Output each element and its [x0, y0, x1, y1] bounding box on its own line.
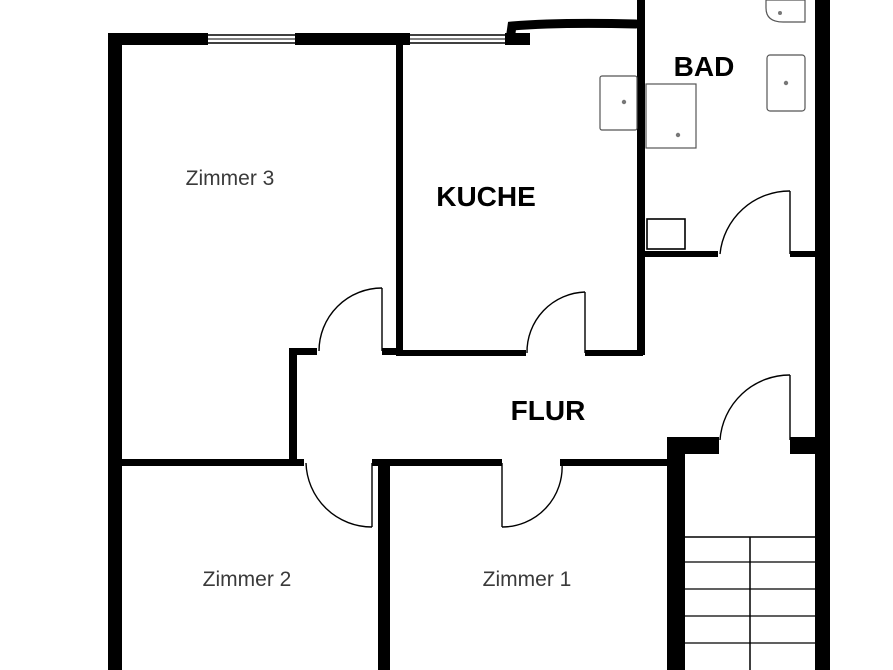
wall-kueche-bottom-right — [585, 350, 643, 356]
door-stairwell — [719, 374, 791, 441]
door-zimmer3 — [318, 287, 383, 352]
stairs — [685, 536, 815, 670]
wall-flur-bottom-right — [560, 459, 672, 466]
doors — [305, 190, 791, 528]
room-labels: Zimmer 3 KUCHE BAD FLUR Zimmer 2 Zimmer … — [186, 51, 735, 591]
top-wall-left — [108, 33, 208, 45]
wall-zimmer3-bottom — [120, 459, 304, 466]
wall-zimmer3-door-right — [382, 348, 400, 355]
wall-zimmer1-stairs — [667, 437, 685, 670]
top-curved-wall — [505, 18, 641, 45]
shower-icon — [645, 83, 697, 149]
wall-zimmer2-zimmer1 — [378, 462, 390, 670]
wall-kueche-bad — [637, 0, 645, 355]
door-bad — [719, 190, 791, 255]
wall-kueche-bottom-left — [396, 350, 526, 356]
wall-flur-bottom-left — [372, 459, 502, 466]
label-bad: BAD — [674, 51, 735, 82]
top-wall-middle — [295, 33, 410, 45]
right-exterior-wall — [815, 0, 830, 670]
label-kueche: KUCHE — [436, 181, 536, 212]
wall-zimmer3-kueche — [396, 40, 403, 355]
door-zimmer2 — [305, 462, 373, 528]
label-zimmer1: Zimmer 1 — [483, 568, 572, 591]
wall-bad-bottom-left — [641, 251, 718, 257]
door-kueche — [526, 291, 586, 354]
wall-bad-bottom-right — [790, 251, 820, 257]
bathroom-fixtures — [599, 0, 806, 250]
window-zimmer3 — [208, 34, 295, 44]
label-flur: FLUR — [511, 395, 586, 426]
bathtub-icon — [766, 54, 806, 112]
left-exterior-wall — [108, 33, 122, 670]
door-zimmer1 — [501, 462, 563, 528]
wall-zimmer3-door-left — [289, 348, 317, 355]
washer-icon — [646, 218, 686, 250]
windows — [208, 34, 505, 44]
wall-stairs-top-right — [790, 437, 820, 454]
wall-flur-left — [289, 348, 297, 463]
sink-icon — [599, 75, 638, 131]
window-kueche — [410, 34, 505, 44]
exterior-walls — [108, 0, 830, 670]
label-zimmer2: Zimmer 2 — [203, 568, 292, 591]
label-zimmer3: Zimmer 3 — [186, 167, 275, 190]
interior-walls — [120, 0, 820, 670]
toilet-icon — [765, 0, 806, 23]
wall-stairs-top-left — [667, 437, 719, 454]
